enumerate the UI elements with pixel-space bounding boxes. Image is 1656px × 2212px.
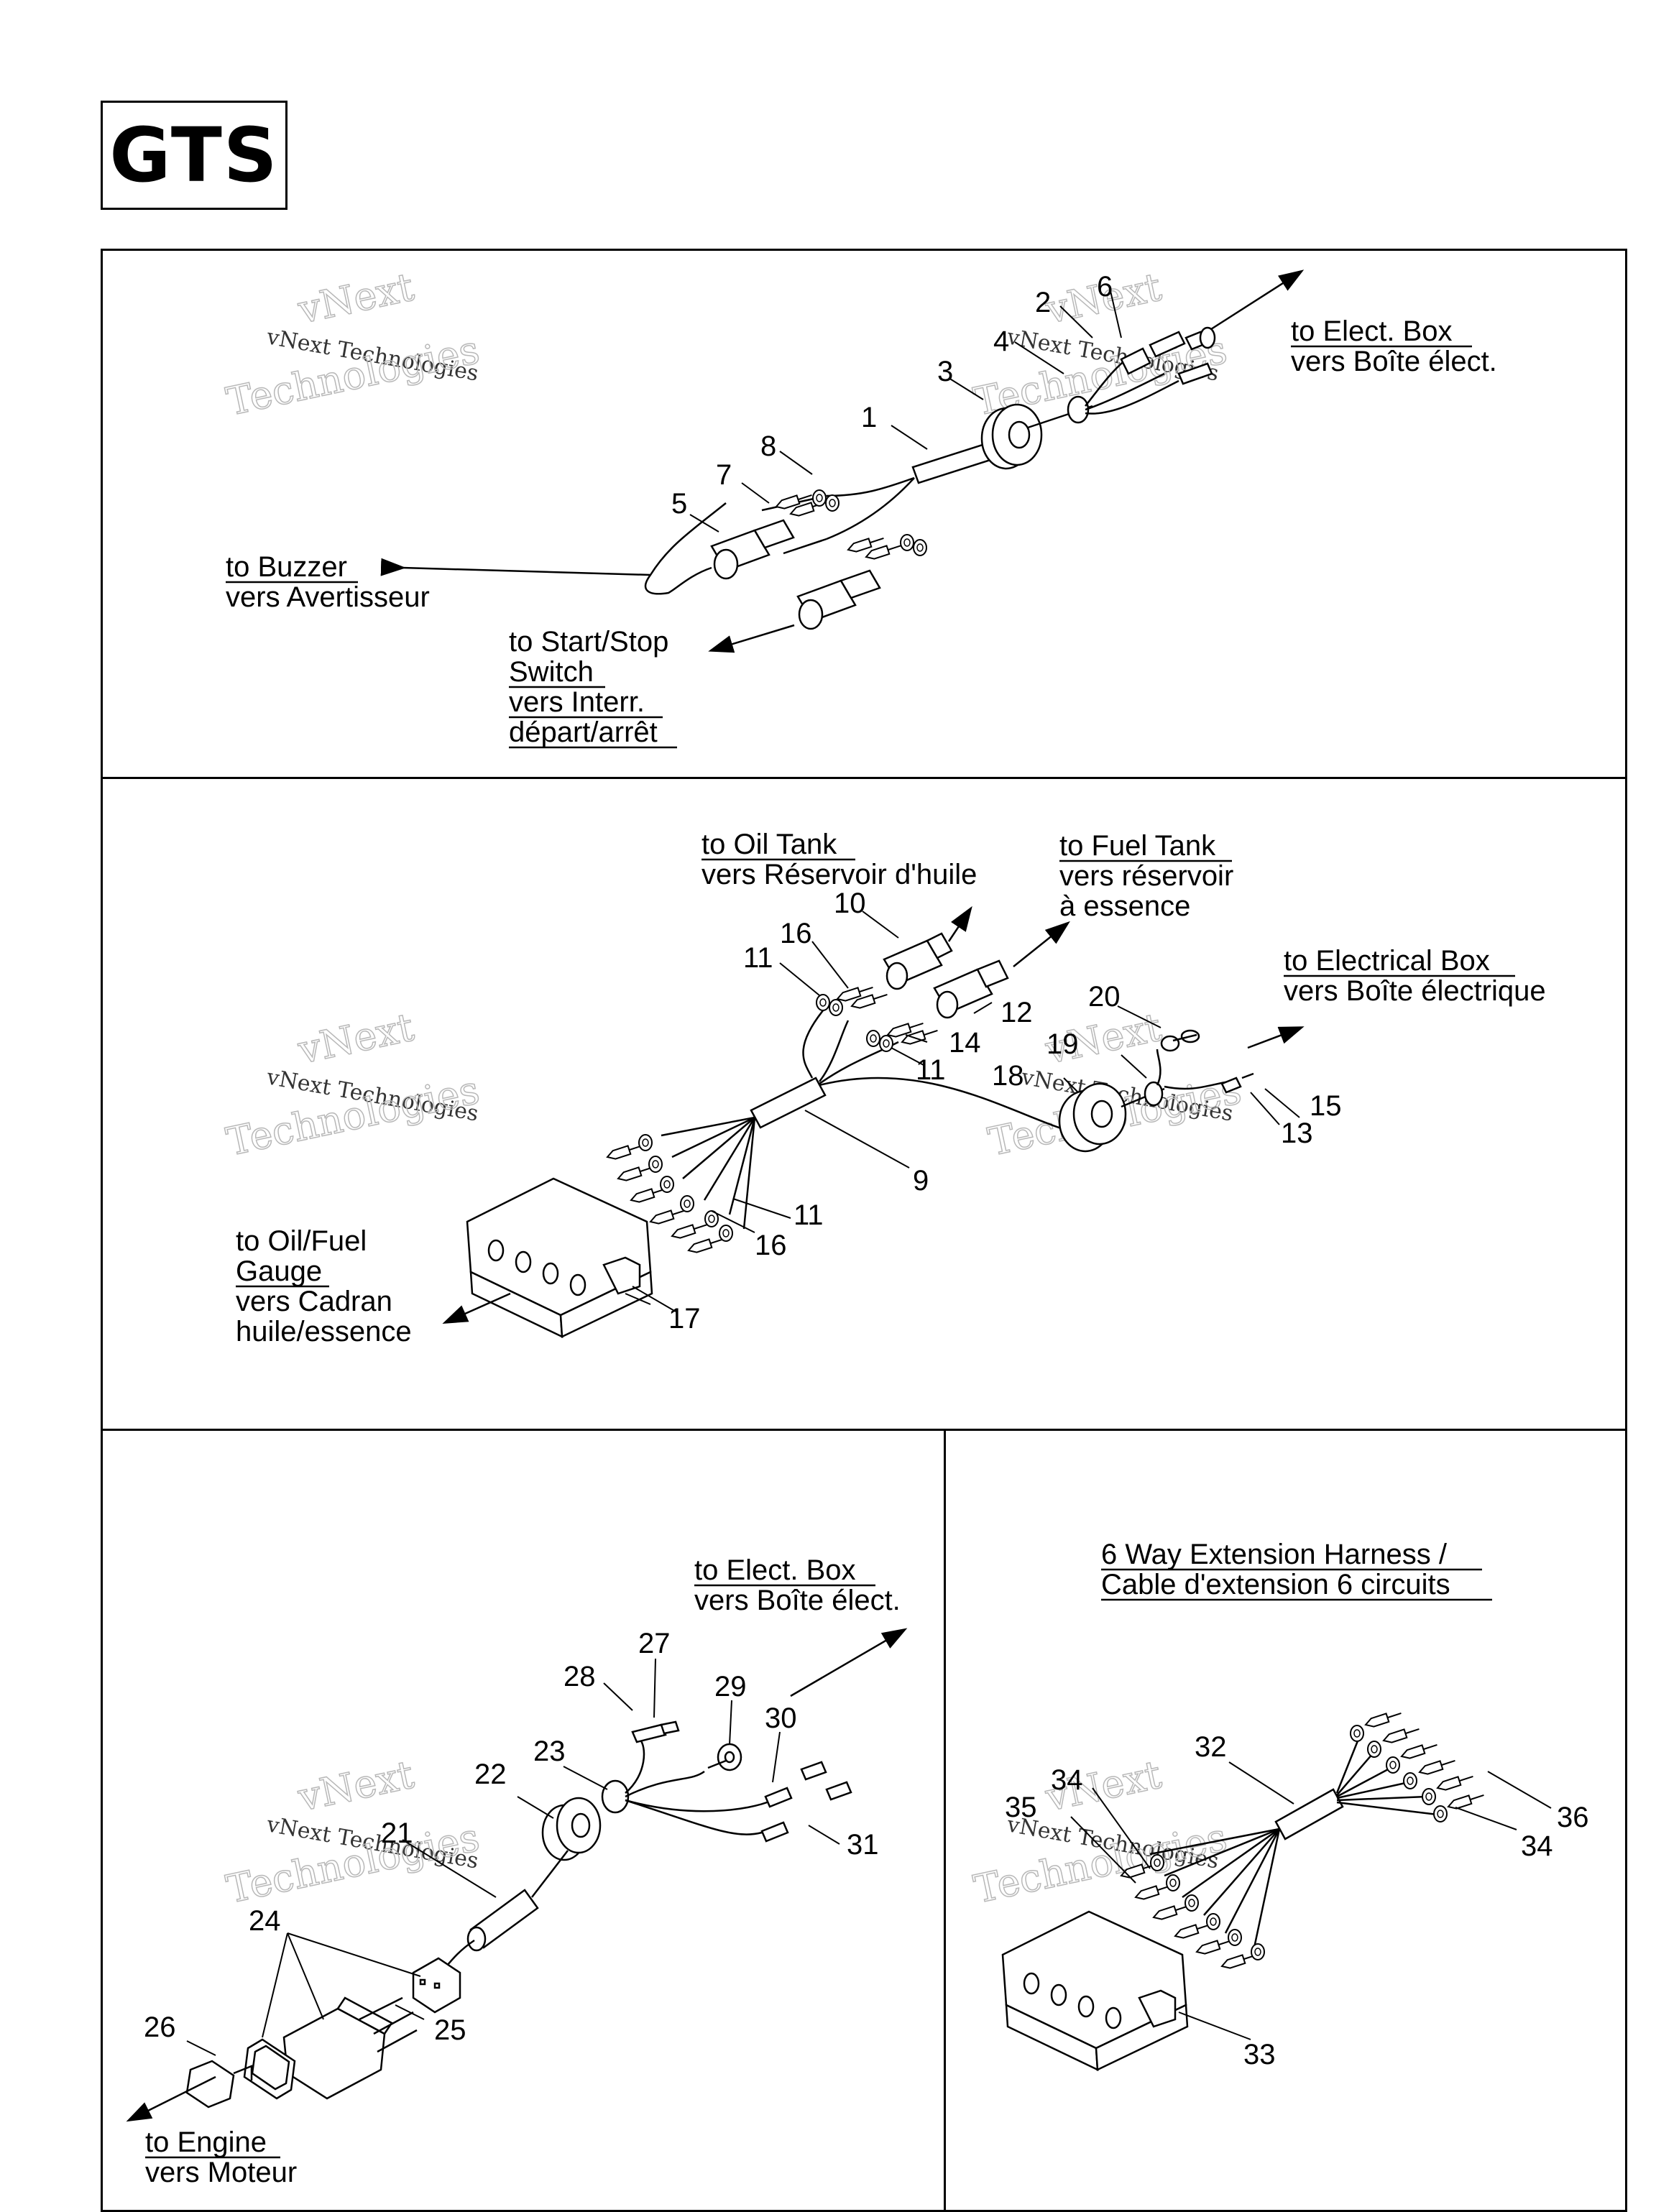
- callout-13: 13: [1281, 1117, 1313, 1149]
- callout-21: 21: [381, 1817, 413, 1849]
- label-line: vers Interr.: [509, 686, 645, 718]
- title-box: GTS: [101, 101, 288, 210]
- label-line: vers Moteur: [145, 2157, 297, 2188]
- callout-23: 23: [533, 1736, 566, 1767]
- label-to-oil-fuel-gauge: to Oil/Fuel Gauge vers Cadran huile/esse…: [236, 1225, 412, 1347]
- section4-callouts: 32 33 34 34 35 36: [1005, 1731, 1589, 2070]
- callout-34: 34: [1051, 1764, 1083, 1796]
- label-to-elect-box-3: to Elect. Box vers Boîte élect.: [694, 1554, 901, 1616]
- label-to-elect-box-1: to Elect. Box vers Boîte élect.: [1291, 315, 1497, 377]
- section1-harness: [380, 269, 1305, 653]
- watermark-text: vNext: [294, 264, 418, 333]
- label-to-start-stop: to Start/Stop Switch vers Interr. départ…: [509, 626, 677, 749]
- section3-callouts: 21 22 23 24 25 26 27 28 29 30 31: [144, 1628, 879, 2046]
- heading-line: 6 Way Extension Harness /: [1101, 1539, 1448, 1570]
- section3-leaders: [186, 1658, 840, 2056]
- page-title: GTS: [109, 111, 279, 199]
- label-line: to Fuel Tank: [1059, 830, 1216, 862]
- callout-2: 2: [1035, 287, 1051, 318]
- callout-7: 7: [716, 459, 732, 491]
- callout-3: 3: [937, 356, 953, 387]
- heading-line: Cable d'extension 6 circuits: [1101, 1569, 1450, 1600]
- label-line: vers Cadran: [236, 1286, 392, 1317]
- label-line: huile/essence: [236, 1316, 412, 1347]
- label-line: Gauge: [236, 1255, 322, 1287]
- section4-heading: 6 Way Extension Harness / Cable d'extens…: [1101, 1539, 1492, 1601]
- callout-18: 18: [992, 1060, 1024, 1092]
- label-line: à essence: [1059, 890, 1190, 922]
- callout-25: 25: [434, 2014, 466, 2046]
- label-line: vers Avertisseur: [226, 581, 430, 613]
- label-line: to Buzzer: [226, 551, 347, 583]
- section4-leaders: [1070, 1761, 1552, 2040]
- watermark-text: vNext: [294, 1751, 418, 1820]
- watermark-5: vNext vNext Technologies Technologies: [222, 1751, 484, 1913]
- callout-28: 28: [564, 1661, 596, 1692]
- callout-5: 5: [671, 488, 687, 520]
- callout-9: 9: [913, 1165, 929, 1197]
- label-line: Switch: [509, 656, 594, 688]
- callout-8: 8: [760, 430, 776, 462]
- callout-35: 35: [1005, 1792, 1037, 1823]
- callout-36: 36: [1557, 1802, 1589, 1833]
- label-to-buzzer: to Buzzer vers Avertisseur: [226, 551, 430, 613]
- label-to-fuel-tank: to Fuel Tank vers réservoir à essence: [1059, 830, 1233, 922]
- section2-callouts: 9 10 11 11 11 12 13 14 15 16 16 17 18 19…: [668, 888, 1342, 1335]
- callout-16: 16: [780, 918, 812, 949]
- callout-22: 22: [474, 1759, 507, 1790]
- section2-leaders: [625, 911, 1300, 1312]
- watermark-6: vNext vNext Technologies Technologies: [970, 1751, 1231, 1913]
- section4-harness: [1001, 1708, 1486, 2072]
- watermark-1: vNext vNext Technologies Technologies: [222, 264, 484, 425]
- callout-20: 20: [1088, 981, 1121, 1013]
- callout-24: 24: [249, 1905, 281, 1937]
- callout-11: 11: [916, 1054, 946, 1086]
- label-line: vers Boîte élect.: [694, 1585, 901, 1616]
- callout-11: 11: [794, 1199, 824, 1231]
- label-line: to Oil/Fuel: [236, 1225, 367, 1257]
- callout-26: 26: [144, 2011, 176, 2043]
- callout-33: 33: [1243, 2039, 1276, 2070]
- callout-34: 34: [1521, 1830, 1553, 1862]
- callout-29: 29: [714, 1671, 747, 1702]
- label-to-oil-tank: to Oil Tank vers Réservoir d'huile: [702, 829, 977, 890]
- callout-30: 30: [765, 1702, 797, 1734]
- section3-harness: [126, 1628, 908, 2122]
- section1-callouts: 1 2 3 4 5 6 7 8: [671, 271, 1113, 520]
- section1-leaders: [689, 290, 1122, 533]
- callout-4: 4: [993, 326, 1009, 357]
- label-line: to Elect. Box: [694, 1554, 856, 1586]
- watermark-text: vNext: [294, 1004, 418, 1073]
- callout-11: 11: [743, 942, 773, 974]
- label-to-engine: to Engine vers Moteur: [145, 2126, 297, 2188]
- callout-27: 27: [638, 1628, 671, 1659]
- callout-1: 1: [861, 402, 877, 433]
- callout-16: 16: [755, 1230, 787, 1261]
- label-line: to Start/Stop: [509, 626, 668, 658]
- label-line: to Elect. Box: [1291, 315, 1453, 347]
- label-line: to Engine: [145, 2126, 267, 2158]
- callout-17: 17: [668, 1303, 701, 1335]
- label-line: vers Boîte élect.: [1291, 346, 1497, 377]
- label-line: to Oil Tank: [702, 829, 837, 860]
- label-line: vers réservoir: [1059, 860, 1233, 892]
- callout-32: 32: [1195, 1731, 1227, 1763]
- callout-31: 31: [847, 1829, 879, 1861]
- label-line: vers Réservoir d'huile: [702, 859, 977, 890]
- callout-12: 12: [1000, 997, 1033, 1028]
- callout-14: 14: [949, 1027, 981, 1059]
- label-to-electrical-box: to Electrical Box vers Boîte électrique: [1284, 945, 1546, 1007]
- label-line: to Electrical Box: [1284, 945, 1490, 977]
- callout-19: 19: [1046, 1028, 1079, 1060]
- callout-15: 15: [1310, 1090, 1342, 1122]
- callout-10: 10: [834, 888, 866, 919]
- label-line: départ/arrêt: [509, 716, 658, 748]
- watermark-3: vNext vNext Technologies Technologies: [222, 1004, 484, 1166]
- label-line: vers Boîte électrique: [1284, 975, 1546, 1007]
- section2-harness: [442, 905, 1305, 1339]
- callout-6: 6: [1097, 271, 1113, 303]
